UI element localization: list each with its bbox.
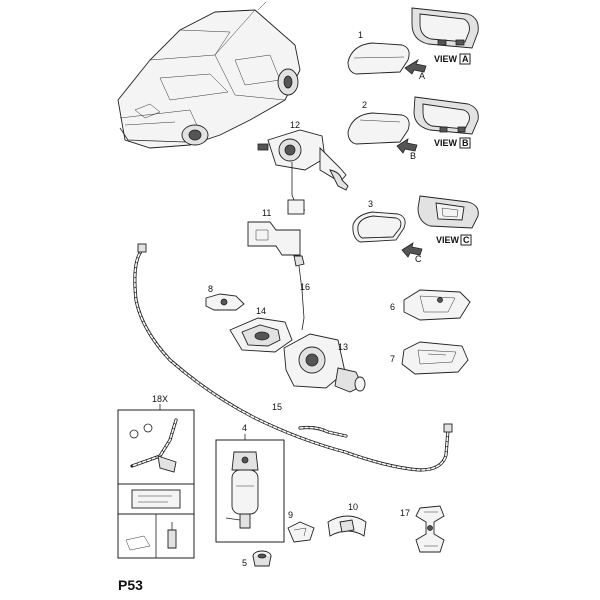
view-a-label: VIEW	[434, 54, 458, 64]
view-b-arrow-icon	[396, 138, 418, 154]
arrow-letter-b: B	[410, 151, 416, 161]
view-c-arrow-icon	[401, 242, 423, 258]
callout-15: 15	[272, 402, 282, 412]
callout-8: 8	[208, 284, 213, 294]
part-12-washer-nozzle-assembly: 12	[257, 120, 349, 215]
callout-7: 7	[390, 354, 395, 364]
part-2-washer-cap: 2 B	[347, 100, 418, 161]
callout-11: 11	[262, 208, 271, 218]
part-1-washer-cap: 1 A	[347, 30, 427, 81]
view-c-letter: C	[463, 235, 470, 245]
view-b-label: VIEW	[434, 138, 458, 148]
part-13-washer-nozzle: 13	[283, 333, 366, 393]
arrow-letter-a: A	[419, 71, 425, 81]
kit-18x-box: 18X	[117, 394, 195, 559]
callout-3: 3	[368, 199, 373, 209]
callout-13: 13	[338, 342, 348, 352]
part-6-bracket: 6	[390, 289, 471, 321]
part-15-washer-hose: 15	[133, 243, 453, 472]
view-b-detail: VIEW B	[413, 96, 479, 149]
callout-12: 12	[290, 120, 300, 130]
callout-5: 5	[242, 558, 247, 568]
part-11-bracket: 11	[247, 208, 301, 256]
part-8-hose-connector: 8	[205, 284, 245, 311]
part-5-grommet: 5	[242, 550, 272, 568]
part-14-nozzle-frame: 14	[229, 306, 293, 353]
view-b-letter: B	[462, 138, 469, 148]
callout-10: 10	[348, 502, 358, 512]
part-10-hose-clamp: 10	[327, 502, 367, 537]
callout-18x: 18X	[152, 394, 168, 404]
view-c-detail: VIEW C	[417, 195, 479, 246]
callout-4: 4	[242, 423, 247, 433]
view-c-label: VIEW	[436, 235, 460, 245]
callout-2: 2	[362, 100, 367, 110]
callout-1: 1	[358, 30, 363, 40]
part-3-washer-cap: 3 C	[352, 199, 423, 264]
part-9-clip: 9	[287, 510, 315, 543]
car-overview	[117, 1, 301, 149]
part-17-hose-connector: 17	[400, 505, 445, 553]
callout-17: 17	[400, 508, 410, 518]
page-code: P53	[118, 577, 143, 593]
view-a-detail: VIEW A	[411, 7, 479, 65]
callout-14: 14	[256, 306, 266, 316]
view-a-arrow-icon	[404, 58, 427, 75]
part-4-washer-pump: 4	[215, 423, 285, 543]
callout-9: 9	[288, 510, 293, 520]
callout-6: 6	[390, 302, 395, 312]
callout-16: 16	[300, 282, 310, 292]
part-16-hose-tie: 16	[293, 255, 310, 331]
arrow-letter-c: C	[415, 254, 422, 264]
view-a-letter: A	[462, 54, 469, 64]
part-7-bracket: 7	[390, 341, 469, 375]
